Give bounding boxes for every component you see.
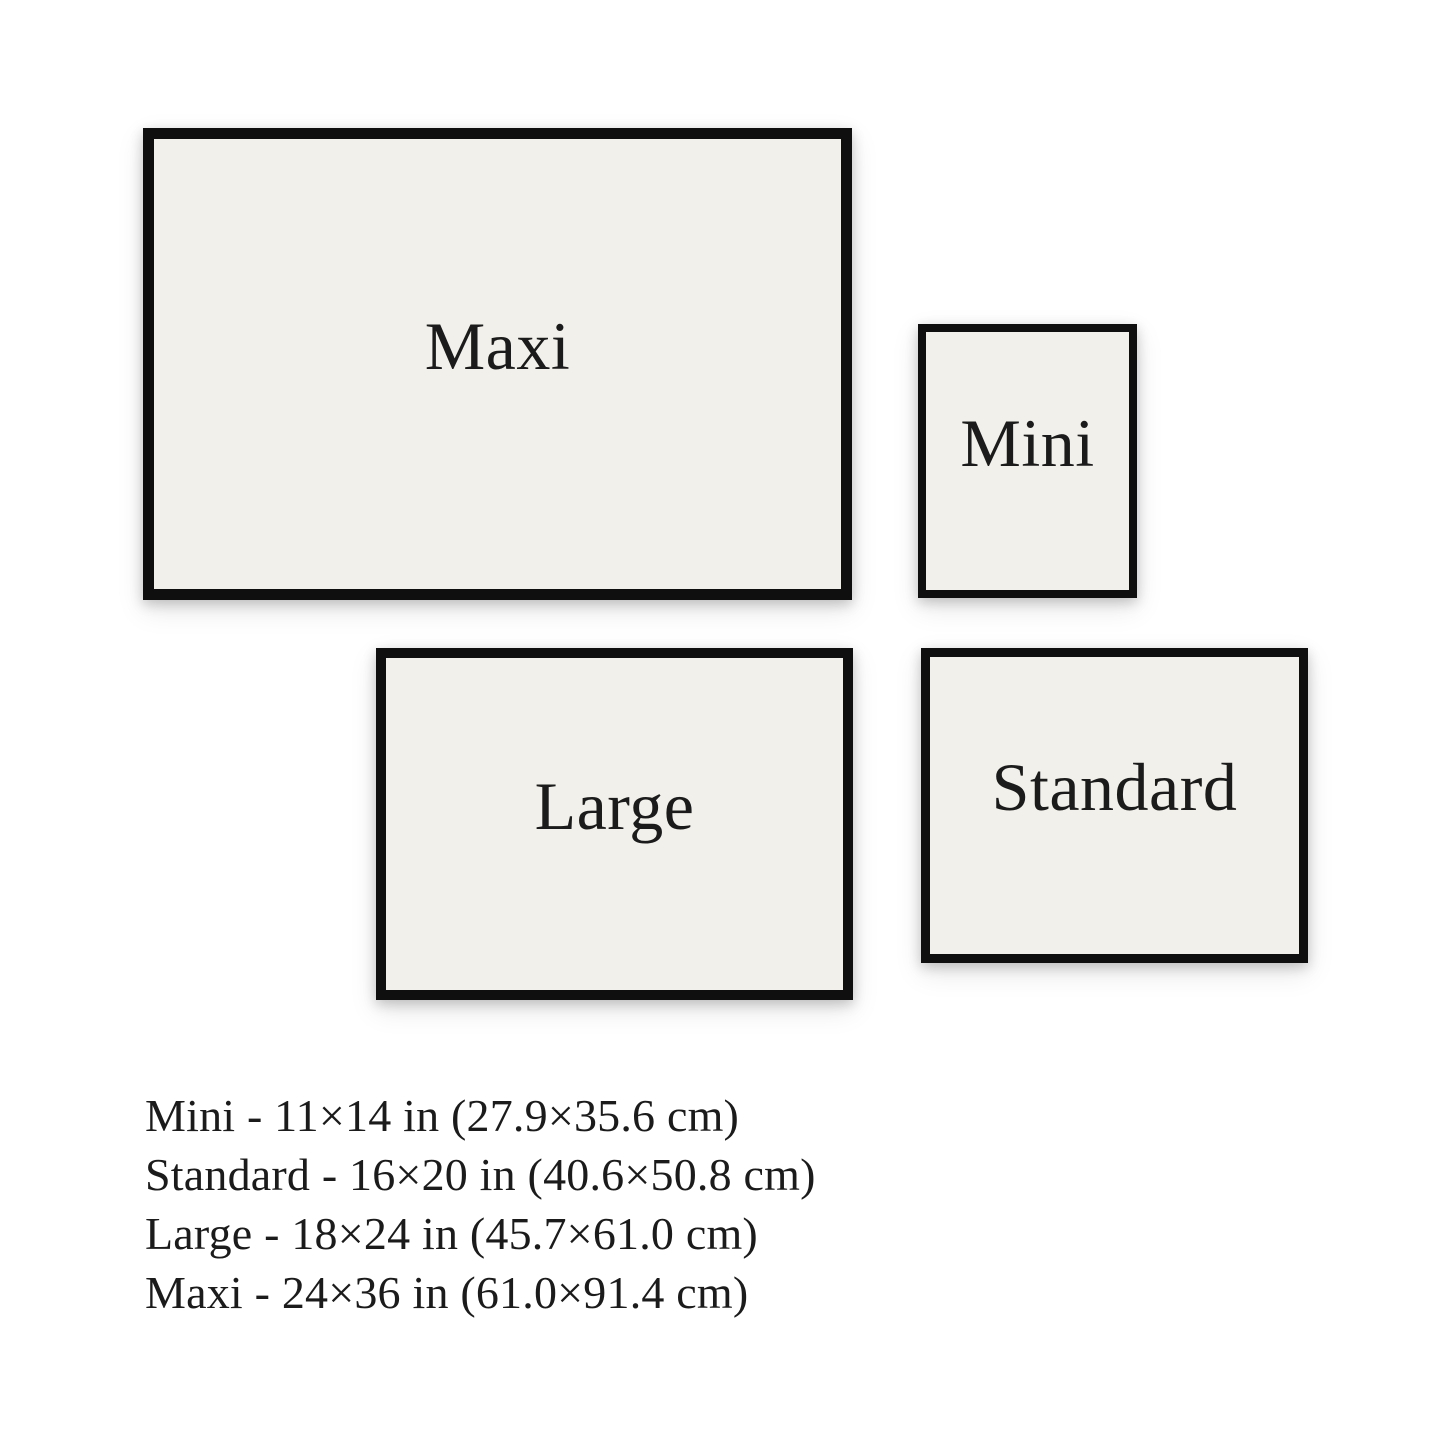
frame-mini-label: Mini <box>960 404 1095 481</box>
legend-line-mini: Mini - 11×14 in (27.9×35.6 cm) <box>145 1090 740 1141</box>
frame-large: Large <box>376 648 853 1000</box>
size-legend: Mini - 11×14 in (27.9×35.6 cm) Standard … <box>145 1086 816 1322</box>
frame-standard-label: Standard <box>991 749 1238 825</box>
legend-line-maxi: Maxi - 24×36 in (61.0×91.4 cm) <box>145 1267 749 1318</box>
frame-maxi-label: Maxi <box>424 307 571 384</box>
legend-line-standard: Standard - 16×20 in (40.6×50.8 cm) <box>145 1149 816 1200</box>
frame-standard: Standard <box>921 648 1308 963</box>
frame-mini: Mini <box>918 324 1137 598</box>
frame-large-label: Large <box>534 767 695 844</box>
legend-line-large: Large - 18×24 in (45.7×61.0 cm) <box>145 1208 758 1259</box>
frame-maxi: Maxi <box>143 128 852 600</box>
